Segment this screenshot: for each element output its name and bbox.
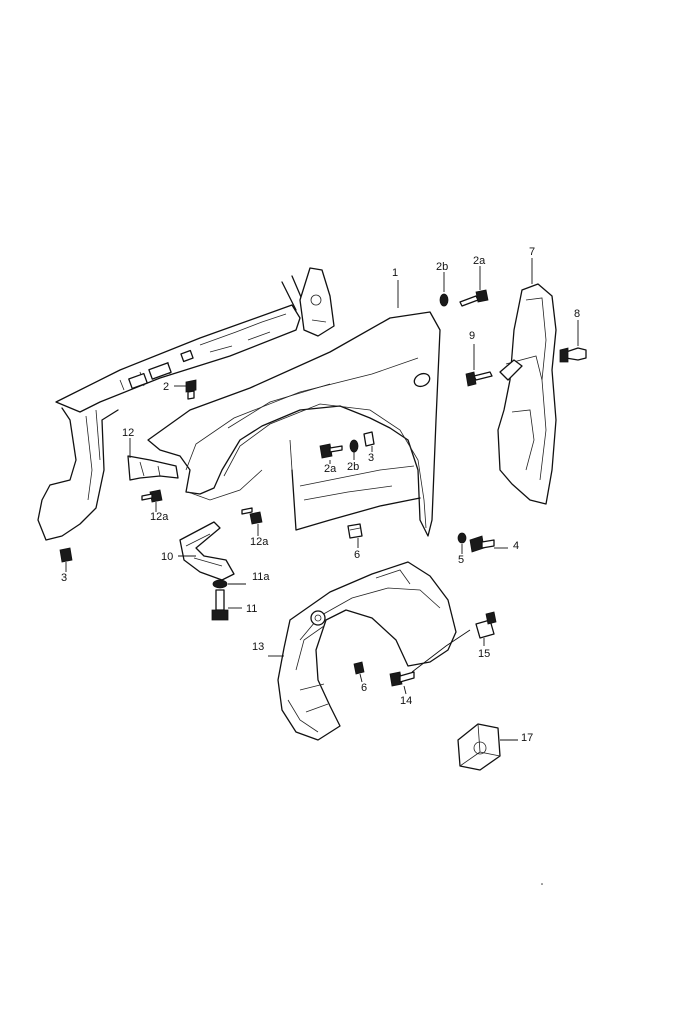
callout-2b-mid: 2b [347, 461, 359, 473]
callout-11: 11 [246, 603, 257, 615]
callout-4: 4 [513, 540, 519, 552]
callout-15: 15 [478, 648, 490, 660]
leader-lines [65, 258, 579, 741]
callout-labels: 1 2b 2a 7 8 9 2 12 2a 2b 3 12a 12a 6 4 5… [61, 246, 580, 744]
callout-1: 1 [392, 267, 398, 279]
callout-13: 13 [252, 641, 264, 653]
block-17 [457, 723, 501, 771]
inner-wing-panel [37, 267, 335, 541]
callout-11a: 11a [252, 571, 270, 583]
front-wing [147, 311, 441, 537]
bracket-10 [179, 521, 235, 581]
callout-3-left: 3 [61, 572, 67, 584]
closing-panel-7 [497, 283, 557, 505]
callout-6-top: 6 [354, 549, 360, 561]
callout-12a-left: 12a [150, 511, 169, 523]
fasteners [59, 289, 587, 687]
callout-17: 17 [521, 732, 533, 744]
callout-9: 9 [469, 330, 475, 342]
callout-14: 14 [400, 695, 412, 707]
callout-5: 5 [458, 554, 464, 566]
callout-2a-mid: 2a [324, 463, 337, 475]
stray-dot [541, 883, 543, 885]
callout-2b-top: 2b [436, 261, 448, 273]
bracket-12 [127, 455, 179, 481]
callout-3-mid: 3 [368, 452, 374, 464]
callout-12: 12 [122, 427, 134, 439]
wheel-arch-liner [277, 561, 457, 741]
callout-2a-top: 2a [473, 255, 486, 267]
callout-8: 8 [574, 308, 580, 320]
callout-2: 2 [163, 381, 169, 393]
callout-6-bottom: 6 [361, 682, 367, 694]
callout-10: 10 [161, 551, 173, 563]
callout-7: 7 [529, 246, 535, 258]
callout-12a-right: 12a [250, 536, 269, 548]
